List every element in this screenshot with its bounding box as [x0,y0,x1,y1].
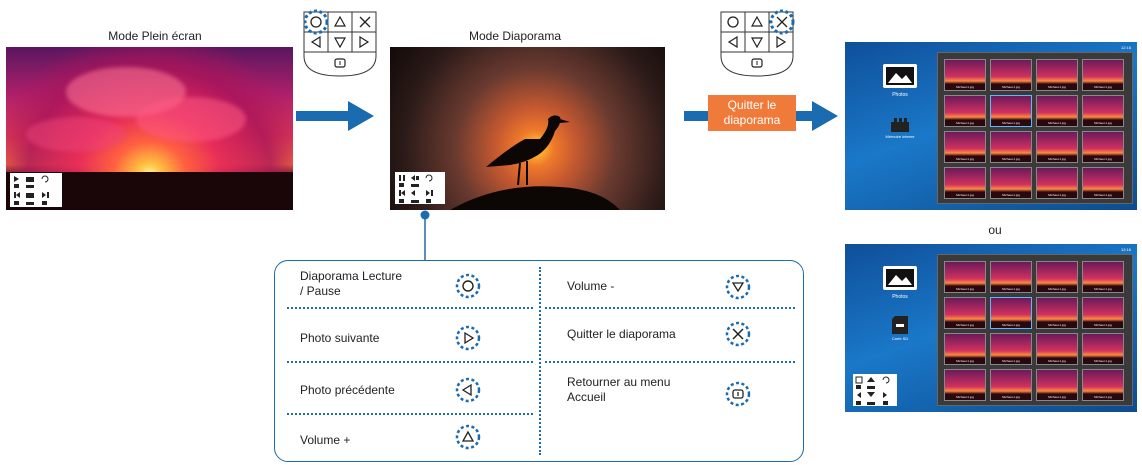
legend-divider [539,267,541,455]
photos-label: Photos [892,294,908,300]
remote-diagram-1 [300,8,380,83]
legend-label-play-pause: Diaporama Lecture / Pause [300,269,403,298]
thumbnail[interactable]: Michael-1.jpg [944,167,986,199]
memory-icon [891,118,909,132]
photos-label: Photos [892,92,908,98]
thumbnail[interactable]: Michael-1.jpg [944,131,986,163]
legend-row-separator [287,307,533,309]
cross-icon [725,321,751,347]
thumbnail[interactable]: Michael-1.jpg [990,369,1032,401]
thumbnail[interactable]: Michael-1.jpg [1082,131,1124,163]
thumbnail[interactable]: Michael-1.jpg [1082,333,1124,365]
thumbnail[interactable]: Michael-1.jpg [990,261,1032,293]
thumbnail[interactable]: Michael-1.jpg [1082,369,1124,401]
control-glyphs-icon [14,175,49,205]
thumbnail[interactable]: Michael-1.jpg [944,261,986,293]
thumbnail[interactable]: Michael-1.jpg [944,333,986,365]
thumbnail[interactable]: Michael-1.jpg [1036,369,1078,401]
triangle-down-icon [725,274,751,300]
triangle-right-icon [455,325,481,351]
thumbnail[interactable]: Michael-1.jpg [1036,95,1078,127]
triangle-left-icon [455,377,481,403]
photos-icon [883,64,917,88]
home-icon [725,381,751,407]
fullscreen-controls [10,173,62,207]
thumbnail[interactable]: Michael-1.jpg [1036,59,1078,91]
clock-label: 12:16 [1120,247,1131,252]
slideshow-photo [390,47,665,210]
callout-connector [420,210,430,262]
caption-or: ou [988,223,1002,237]
thumbnail[interactable]: Michael-1.jpg [1036,131,1078,163]
thumbnail[interactable]: Michael-1.jpg [1036,297,1078,329]
clock-label: 12:16 [1120,45,1131,50]
thumbnail-selected[interactable]: Michael-1.jpg [990,95,1032,127]
thumbnail-grid: Michael-1.jpg Michael-1.jpg Michael-1.jp… [937,254,1133,406]
memory-label: Mémoire interne [885,134,915,139]
thumbnail[interactable]: Michael-1.jpg [944,59,986,91]
caption-fullscreen: Mode Plein écran [108,29,202,43]
thumbnail[interactable]: Michael-1.jpg [1082,167,1124,199]
control-glyphs-icon [855,376,890,405]
thumbnail[interactable]: Michael-1.jpg [1036,167,1078,199]
quit-slideshow-label: Quitter le diaporama [708,95,796,131]
sd-card-icon [892,316,908,334]
thumbnail[interactable]: Michael-1.jpg [1082,95,1124,127]
triangle-up-icon [455,424,481,450]
arrow-right-icon [296,101,374,131]
thumbnail[interactable]: Michael-1.jpg [1036,261,1078,293]
thumbnail[interactable]: Michael-1.jpg [990,59,1032,91]
thumbnail-grid: Michael-1.jpg Michael-1.jpg Michael-1.jp… [937,52,1133,204]
remote-diagram-2 [717,8,797,83]
menu-controls [853,374,897,406]
legend-row-separator [287,361,533,363]
thumbnail[interactable]: Michael-1.jpg [1082,59,1124,91]
thumbnail[interactable]: Michael-1.jpg [990,167,1032,199]
legend-label-volume-down: Volume - [567,279,615,293]
thumbnail[interactable]: Michael-1.jpg [1036,333,1078,365]
sdcard-label: Carte SD [891,336,909,341]
legend-row-separator [287,413,533,415]
thumbnail[interactable]: Michael-1.jpg [1082,261,1124,293]
home-menu-internal: 12:16 Photos Mémoire interne Michael-1.j… [845,42,1137,210]
legend-label-quit-slideshow: Quitter le diaporama [567,327,676,341]
caption-slideshow: Mode Diaporama [468,29,562,43]
thumbnail[interactable]: Michael-1.jpg [944,369,986,401]
thumbnail[interactable]: Michael-1.jpg [990,333,1032,365]
slideshow-controls [395,172,445,204]
circle-icon [455,273,481,299]
legend-label-previous-photo: Photo précédente [300,383,395,397]
legend-label-next-photo: Photo suivante [300,331,380,345]
home-menu-sdcard: 12:16 Photos Carte SD Michael-1.jpg Mich… [845,244,1137,412]
legend-row-separator [545,361,795,363]
button-legend: Diaporama Lecture / Pause Photo suivante… [274,260,804,462]
legend-row-separator [545,307,795,309]
legend-label-home-menu: Retourner au menu Accueil [567,375,671,404]
thumbnail[interactable]: Michael-1.jpg [944,297,986,329]
legend-label-volume-up: Volume + [300,433,351,447]
thumbnail[interactable]: Michael-1.jpg [944,95,986,127]
seagull-silhouette-icon [450,115,620,210]
photos-icon [883,266,917,290]
fullscreen-photo [6,47,293,210]
control-glyphs-icon [399,174,433,203]
thumbnail-selected[interactable]: Michael-1.jpg [990,297,1032,329]
thumbnail[interactable]: Michael-1.jpg [1082,297,1124,329]
thumbnail[interactable]: Michael-1.jpg [990,131,1032,163]
